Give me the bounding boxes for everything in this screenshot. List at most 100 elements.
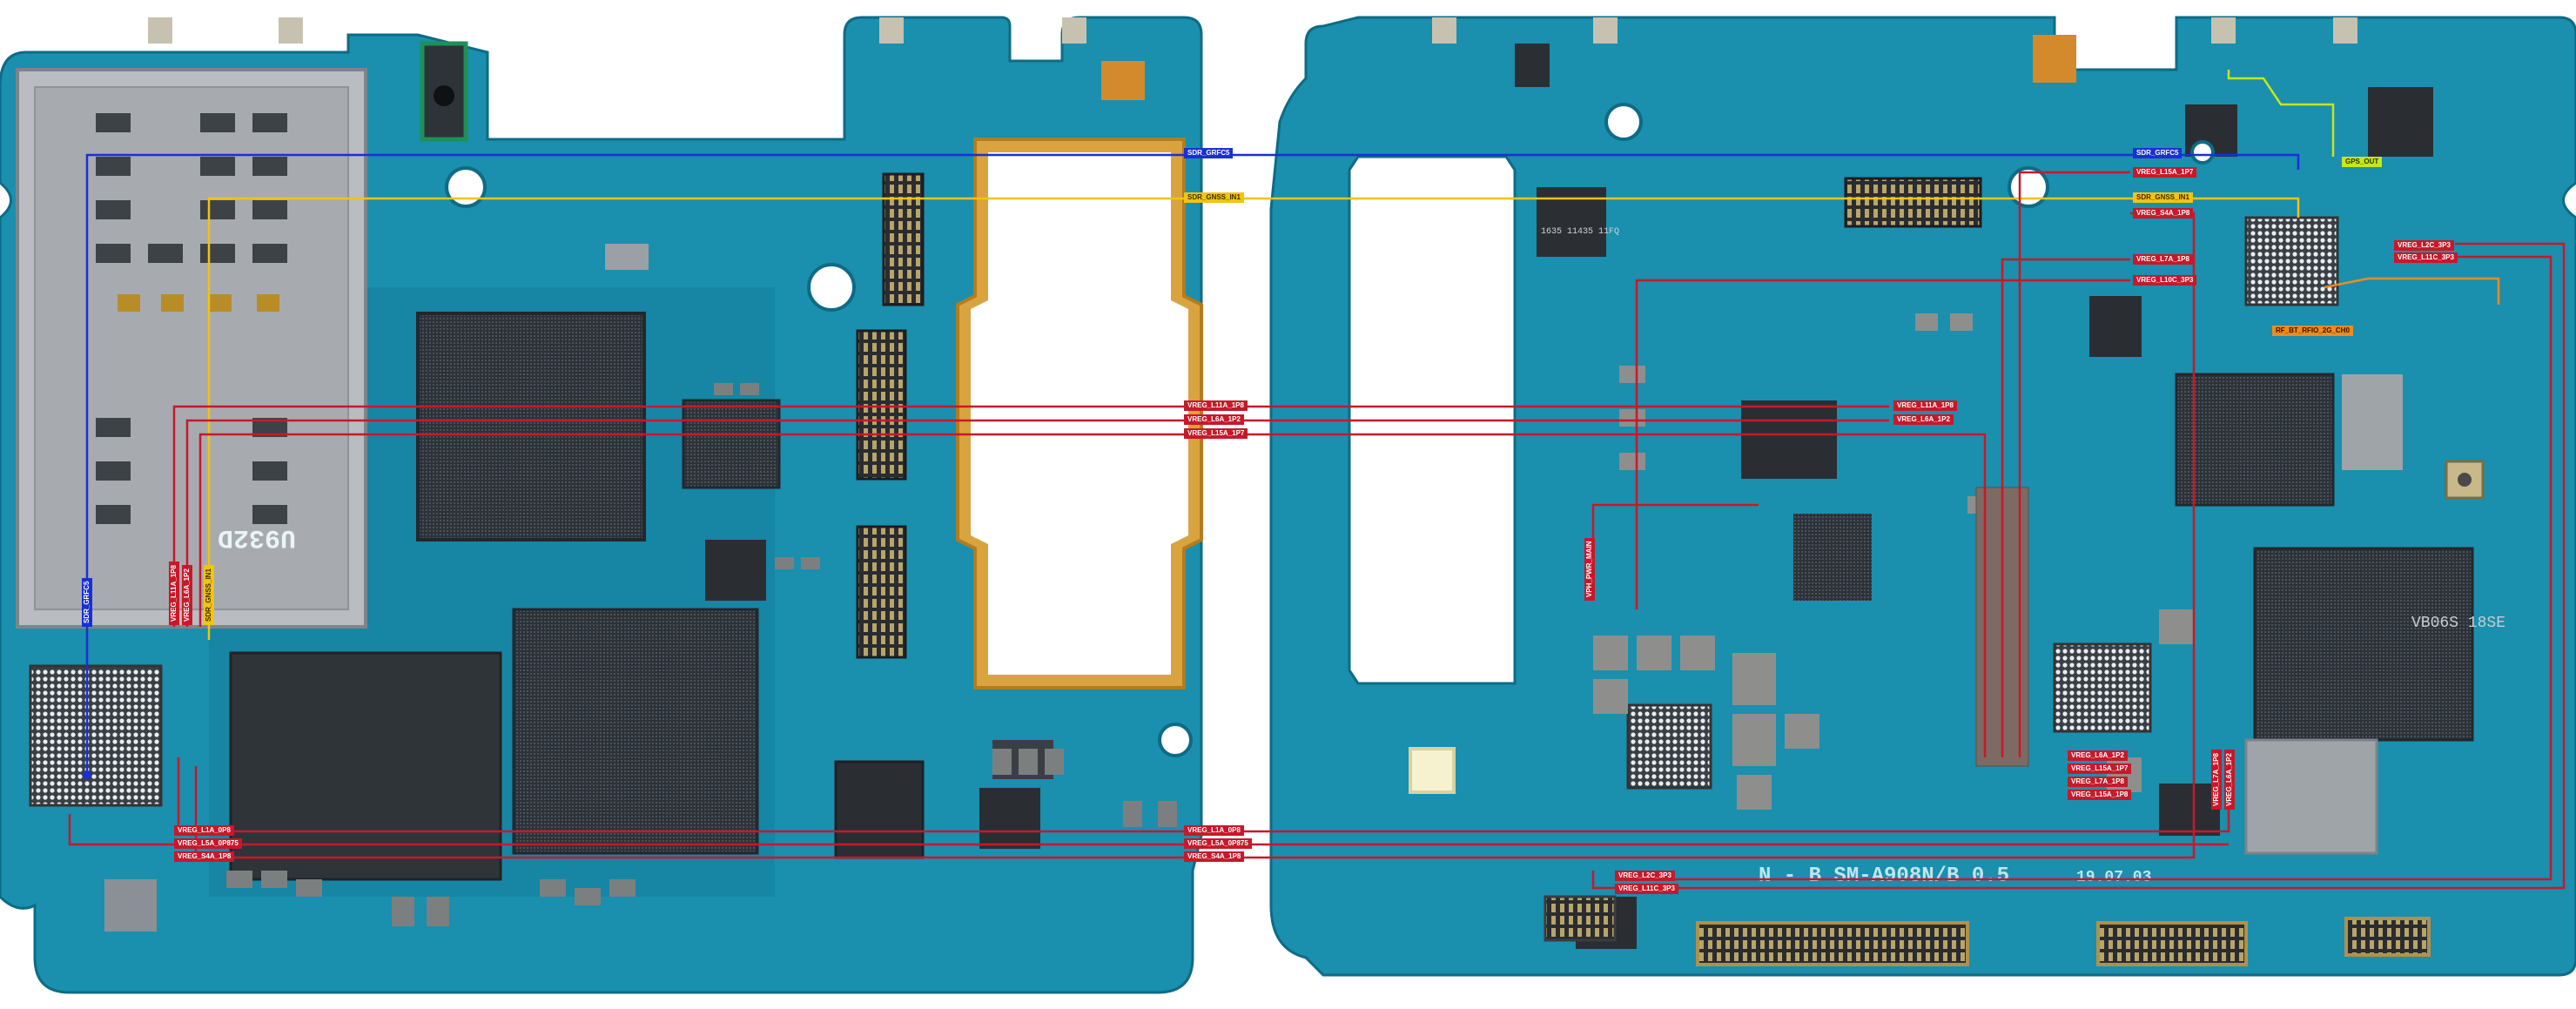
vibra-right — [1515, 44, 1550, 87]
rf-connector — [2445, 460, 2485, 500]
sim-contact-pads — [96, 113, 287, 524]
label-vreg-l15a-left: VREG_L15A_1P7 — [1184, 428, 1248, 439]
signal-endpoint — [83, 770, 91, 779]
chip-left-f — [605, 244, 649, 270]
bottom-connector-2 — [1696, 921, 1969, 966]
label-sdr-gnss-right: SDR_GNSS_IN1 — [2133, 192, 2193, 203]
right-silkscreen: N - B SM-A908N/B 0.5 — [1759, 864, 2009, 888]
frame-cutout — [971, 152, 1188, 675]
label-vreg-l1a-left: VREG_L1A_0P8 — [174, 825, 234, 836]
label-vreg-l6a-right: VREG_L6A_1P2 — [1893, 414, 1954, 425]
bottom-connector-3 — [2096, 921, 2248, 966]
trace-vreg-l10c — [1635, 279, 2130, 609]
label-vreg-l5a-mid: VREG_L5A_0P875 — [1184, 838, 1252, 849]
label-vreg-l11a-left: VREG_L11A_1P8 — [1184, 400, 1248, 411]
chip-left-b — [979, 788, 1040, 849]
trace-vreg-l2c — [1591, 242, 2566, 890]
label-vreg-s4a-left: VREG_S4A_1P8 — [174, 851, 235, 862]
soc2-right — [2253, 547, 2474, 742]
soc-right — [2175, 373, 2335, 507]
label-sdr-grfc5-right: SDR_GRFC5 — [2133, 148, 2183, 158]
rf-chip-small — [682, 399, 781, 489]
label-gps-out: GPS_OUT — [2342, 157, 2383, 167]
bottom-connector-1 — [1544, 895, 1617, 942]
pmic-marking: 1635 11435 11FQ — [1541, 227, 1619, 237]
bga-right-mid — [2053, 642, 2152, 733]
mount-holes-left — [445, 166, 1193, 757]
label-vph-pwr-vertical: VPH_PWR_MAIN — [1584, 537, 1595, 601]
btb-connector-3 — [856, 525, 907, 659]
label-vreg-l10c-right: VREG_L10C_3P3 — [2133, 275, 2197, 286]
bga-right-top — [2244, 216, 2339, 306]
chip-right-g — [2089, 296, 2142, 357]
label-vreg-l1a-mid: VREG_L1A_0P8 — [1184, 825, 1244, 836]
bottom-connector-4 — [2344, 917, 2431, 957]
label-vreg-l6a-vertical: VREG_L6A_1P2 — [2224, 750, 2235, 810]
trace-lines — [68, 70, 2566, 890]
chip-right-f — [1793, 514, 1872, 601]
label-vreg-l11a-right: VREG_L11A_1P8 — [1893, 400, 1957, 411]
chip-right-c — [2368, 87, 2433, 157]
label-vreg-l11c-far: VREG_L11C_3P3 — [2394, 252, 2458, 263]
passives-right — [1593, 313, 2194, 810]
sim-slot-inner — [34, 86, 349, 610]
trace-vreg-l7a — [2001, 258, 2130, 757]
trace-sdr-gnss — [207, 197, 2300, 640]
label-vreg-l6a-left: VREG_L6A_1P2 — [1184, 414, 1244, 425]
chip-right-h — [2159, 784, 2220, 836]
trace-vreg-l11a — [172, 405, 1889, 627]
trace-vreg-l5a — [68, 814, 2229, 846]
trace-gnss-green — [2227, 70, 2335, 157]
label-sdr-grfc5-left: SDR_GRFC5 — [1184, 148, 1234, 158]
label-vreg-s4a-right: VREG_S4A_1P8 — [2133, 208, 2194, 219]
qr-label-left — [1101, 61, 1145, 100]
chip-right-d — [2342, 374, 2403, 470]
label-vreg-l7a-vertical: VREG_L7A_1P8 — [2211, 750, 2222, 810]
label-vreg-l2c-bottom: VREG_L2C_3P3 — [1615, 871, 1675, 881]
trace-vreg-l6a — [185, 419, 1889, 627]
shield-right — [2244, 738, 2378, 855]
label-sdr-gnss-left: SDR_GNSS_IN1 — [1184, 192, 1244, 203]
label-vreg-l6a-low: VREG_L6A_1P2 — [2068, 750, 2128, 761]
label-vreg-l7a-low: VREG_L7A_1P8 — [2068, 777, 2128, 787]
soc-left — [416, 312, 646, 541]
chip-left-d — [705, 540, 766, 601]
trace-sdr-grfc5 — [85, 153, 2300, 775]
camera-flex-hole — [434, 85, 454, 106]
antenna-clips-right — [1432, 17, 2357, 44]
label-vreg-l5a-left: VREG_L5A_0P875 — [174, 838, 242, 849]
rf-connector-center — [2458, 473, 2472, 487]
trace-vreg-l15a-top — [2018, 171, 2130, 757]
passives-left — [226, 383, 1177, 926]
label-rf-out: RF_BT_RFIO_2G_CH0 — [2272, 326, 2353, 336]
label-vreg-l6a-vertical: VREG_L6A_1P2 — [182, 565, 192, 625]
antenna-clips-left — [148, 17, 1086, 44]
label-sdr-gnss-vertical: SDR_GNSS_IN1 — [204, 565, 214, 625]
memory-chip — [229, 651, 502, 881]
right-date: 19.07.03 — [2076, 869, 2151, 886]
trace-orange — [2324, 277, 2500, 305]
chip-right-e — [1741, 400, 1837, 479]
pmic-left — [834, 760, 925, 859]
left-silkscreen: U932D — [218, 522, 296, 552]
sim-gold-pads — [118, 294, 279, 312]
qr-label-right — [2033, 35, 2076, 83]
label-sdr-grfc5-vertical: SDR_GRFC5 — [82, 577, 92, 627]
label-vreg-l2c-far: VREG_L2C_3P3 — [2394, 240, 2454, 251]
btb-connector-2 — [856, 329, 907, 481]
soc2-marking: VB06S 18SE — [2411, 615, 2505, 632]
flash-led — [1409, 747, 1456, 794]
btb-connector-1 — [882, 172, 925, 306]
label-vreg-l11a-vertical: VREG_L11A_1P8 — [169, 562, 179, 625]
chip-left-e — [104, 879, 157, 932]
label-vreg-l15a-1p8-low: VREG_L15A_1P8 — [2068, 790, 2132, 800]
rf-chip-left — [512, 608, 759, 855]
label-vreg-l15a-right: VREG_L15A_1P7 — [2133, 167, 2197, 178]
label-vreg-l15a-low: VREG_L15A_1P7 — [2068, 763, 2132, 774]
bga-left — [29, 664, 163, 807]
label-vreg-l11c-bottom: VREG_L11C_3P3 — [1615, 884, 1678, 894]
trace-vreg-l15a — [198, 433, 1987, 757]
bga-right-low — [1626, 703, 1712, 790]
trace-vreg-l11c — [1645, 255, 2552, 881]
